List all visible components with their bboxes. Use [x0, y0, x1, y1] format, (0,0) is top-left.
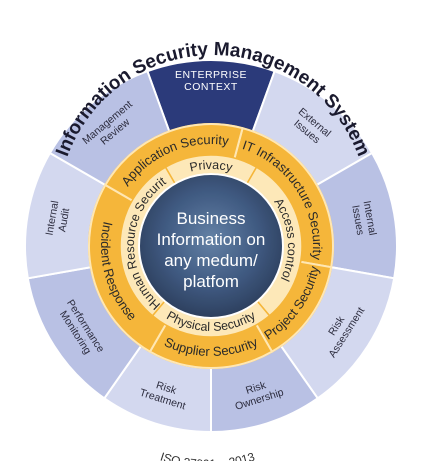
center-line-4: platfom	[183, 272, 239, 291]
center-line-2: Information on	[157, 230, 266, 249]
outer-label-line: Audit	[56, 207, 72, 233]
outer-label-line: Internal	[361, 200, 379, 237]
outer-label-line: CONTEXT	[184, 81, 238, 93]
inner-label-path: Privacy	[188, 158, 234, 175]
center-hub-sheen	[139, 174, 283, 318]
outer-label-line: ENTERPRISE	[175, 69, 247, 81]
outer-label-line: Internal	[43, 200, 61, 237]
center-line-3: any medum/	[164, 251, 258, 270]
center-hub-circle	[138, 173, 284, 319]
inner-label: Privacy	[188, 158, 234, 175]
center-line-1: Business	[177, 209, 246, 228]
center-hub: Business Information on any medum/ platf…	[138, 173, 284, 319]
outer-label-internal-audit: InternalAudit	[43, 200, 73, 239]
outer-label-line: Issues	[349, 204, 366, 236]
outer-label-internal-issues: InternalIssues	[349, 200, 379, 239]
